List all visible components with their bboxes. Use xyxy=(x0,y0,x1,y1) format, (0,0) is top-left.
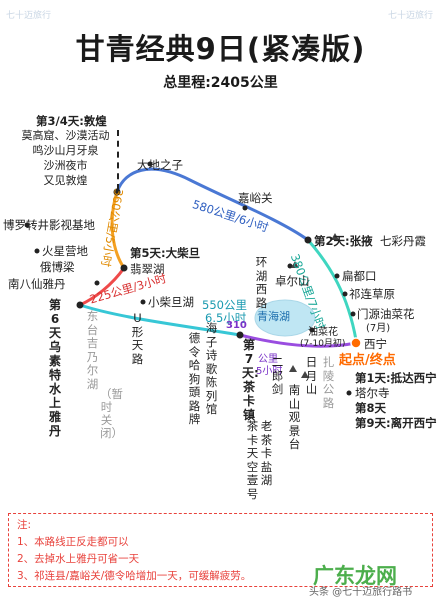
author-watermark: 头条 @七十迈旅行路书 xyxy=(309,587,413,598)
brand-watermark-right: 七十迈旅行 xyxy=(387,11,433,21)
stop-biandukou: 扁都口 xyxy=(342,269,377,283)
stop-day9: 第9天:离开西宁 xyxy=(355,416,437,430)
dot-wusu xyxy=(76,301,84,309)
map-title: 甘青经典9日(紧凑版) xyxy=(75,32,366,66)
stop-dunhuang: 第3/4天:敦煌 xyxy=(36,114,107,128)
qinghai-lake-label: 青海湖 xyxy=(257,310,290,323)
stop-tiankong: 茶卡天空壹号 xyxy=(246,419,259,501)
stop-menyuan: 门源油菜花 xyxy=(357,307,415,321)
stop-youcaihua: 油菜花 xyxy=(308,327,338,338)
stop-zhangye: 第2天:张掖 xyxy=(314,234,373,248)
route-zhangye-xining xyxy=(306,239,358,341)
dot-xiaochaidan xyxy=(140,299,146,305)
stop-feicui: 翡翠湖 xyxy=(130,262,165,276)
dot-dadizhizi xyxy=(147,161,153,167)
note-item: 1、本路线正反走都可以 xyxy=(17,536,129,548)
segment-label: 310 xyxy=(226,320,247,331)
stop-chaka-salt: 老茶卡盐湖 xyxy=(260,419,273,487)
stop-zhuoer: 卓尔山 xyxy=(275,274,310,288)
start-end-label: 起点/终点 xyxy=(339,353,396,368)
stop-taer: 塔尔寺 xyxy=(355,386,390,400)
dot-qilian xyxy=(342,291,348,297)
stop-dadizhizi: 大地之子 xyxy=(137,158,183,172)
dunhuang-sight: 沙洲夜市 xyxy=(43,159,88,172)
stop-jiayuguan: 嘉峪关 xyxy=(238,191,273,205)
segment-label: 公里 xyxy=(258,354,278,365)
dunhuang-sight: 鸣沙山月牙泉 xyxy=(32,144,99,157)
dunhuang-sight: 莫高窟、沙漠活动 xyxy=(21,129,110,142)
dot-biandukou xyxy=(334,273,340,279)
stop-riyue: 日月山 xyxy=(305,355,318,396)
stop-day8: 第8天 xyxy=(355,401,387,415)
dot-zhangye xyxy=(304,236,312,244)
dot-youcaihua xyxy=(309,327,315,333)
dot-zhuoer xyxy=(287,263,293,269)
brand-watermark-left: 七十迈旅行 xyxy=(6,11,52,21)
stop-xiaochaidan: 小柴旦湖 xyxy=(148,295,194,309)
dot-xining xyxy=(350,337,362,349)
segment-label: 6.5小时 xyxy=(205,311,247,325)
route-chaka-xining xyxy=(239,333,357,348)
stop-menyuan-time: (7月) xyxy=(366,323,391,334)
stop-zhalong: 扎陵公路 xyxy=(322,355,335,410)
dot-huoxing xyxy=(34,248,40,254)
dot-jiayuguan xyxy=(242,205,248,211)
stop-wusu: 第6天乌素特水上雅丹 xyxy=(48,298,61,438)
stop-nanshan: 南山观景台 xyxy=(288,383,301,451)
segment-label: 5小时 xyxy=(256,366,283,377)
stop-erlangjian: 二郎剑 xyxy=(271,355,284,396)
stop-huoxing: 火星营地 xyxy=(42,244,88,258)
stop-ushape: U形天路 xyxy=(131,311,144,366)
dunhuang-sights: 莫高窟、沙漠活动 鸣沙山月牙泉 沙洲夜市 又见敦煌 xyxy=(18,128,113,188)
stop-dachaidan: 第5天:大柴旦 xyxy=(130,246,201,260)
note-item: 3、祁连县/嘉峪关/德令哈增加一天，可缓解疲劳。 xyxy=(17,570,252,582)
stop-delingha: 德令哈狗頭路牌 xyxy=(188,331,201,426)
stop-xining: 西宁 xyxy=(364,337,387,351)
stop-day1: 第1天:抵达西宁 xyxy=(355,371,437,385)
stop-eboliang: 俄博梁 xyxy=(40,260,75,274)
dot-chaka xyxy=(236,331,244,339)
segment-label: 550公里 xyxy=(202,298,247,312)
route-wusu-chaka xyxy=(79,303,241,337)
notes-heading: 注: xyxy=(17,519,32,531)
total-distance: 总里程:2405公里 xyxy=(163,75,278,91)
stop-dongtai: 东台吉乃尔湖 xyxy=(86,309,99,391)
stop-haizi: 海子诗歌陈列馆 xyxy=(205,321,218,416)
dot-dachaidan xyxy=(120,264,128,272)
qinghai-lake-shape xyxy=(254,299,316,337)
dot-taer xyxy=(346,390,352,396)
dot-dunhuang xyxy=(113,188,121,196)
route-dunhuang-zhangye xyxy=(115,167,309,242)
notes-box: 注: 1、本路线正反走都可以 2、去掉水上雅丹可省一天 3、祁连县/嘉峪关/德令… xyxy=(8,513,433,587)
dot-menyuan xyxy=(350,311,356,317)
stop-day7-chaka: 第7天:茶卡镇 xyxy=(242,338,259,422)
route-dachaidan-wusu xyxy=(79,267,126,307)
mountain-icons xyxy=(289,233,339,378)
stop-nanbaxian: 南八仙雅丹 xyxy=(8,277,66,291)
stop-huanhu: 环湖西路 xyxy=(255,255,268,310)
dunhuang-sight: 又见敦煌 xyxy=(43,174,88,187)
route-dunhuang-dachaidan xyxy=(110,191,126,269)
stop-boluo: 博罗转井影视基地 xyxy=(3,218,95,232)
dot-nanbaxian xyxy=(94,280,100,286)
site-watermark: 广东龙网 xyxy=(313,564,397,588)
stop-danxia: 七彩丹霞 xyxy=(380,234,426,248)
dot-boluo xyxy=(24,222,30,228)
stop-dongtai-closed: （暂时关闭） xyxy=(100,387,123,440)
stop-qilian: 祁连草原 xyxy=(349,287,395,301)
note-item: 2、去掉水上雅丹可省一天 xyxy=(17,553,140,565)
dunhuang-leader-line xyxy=(117,130,119,190)
stop-youcaihua-time: (7-10月初) xyxy=(300,339,346,349)
